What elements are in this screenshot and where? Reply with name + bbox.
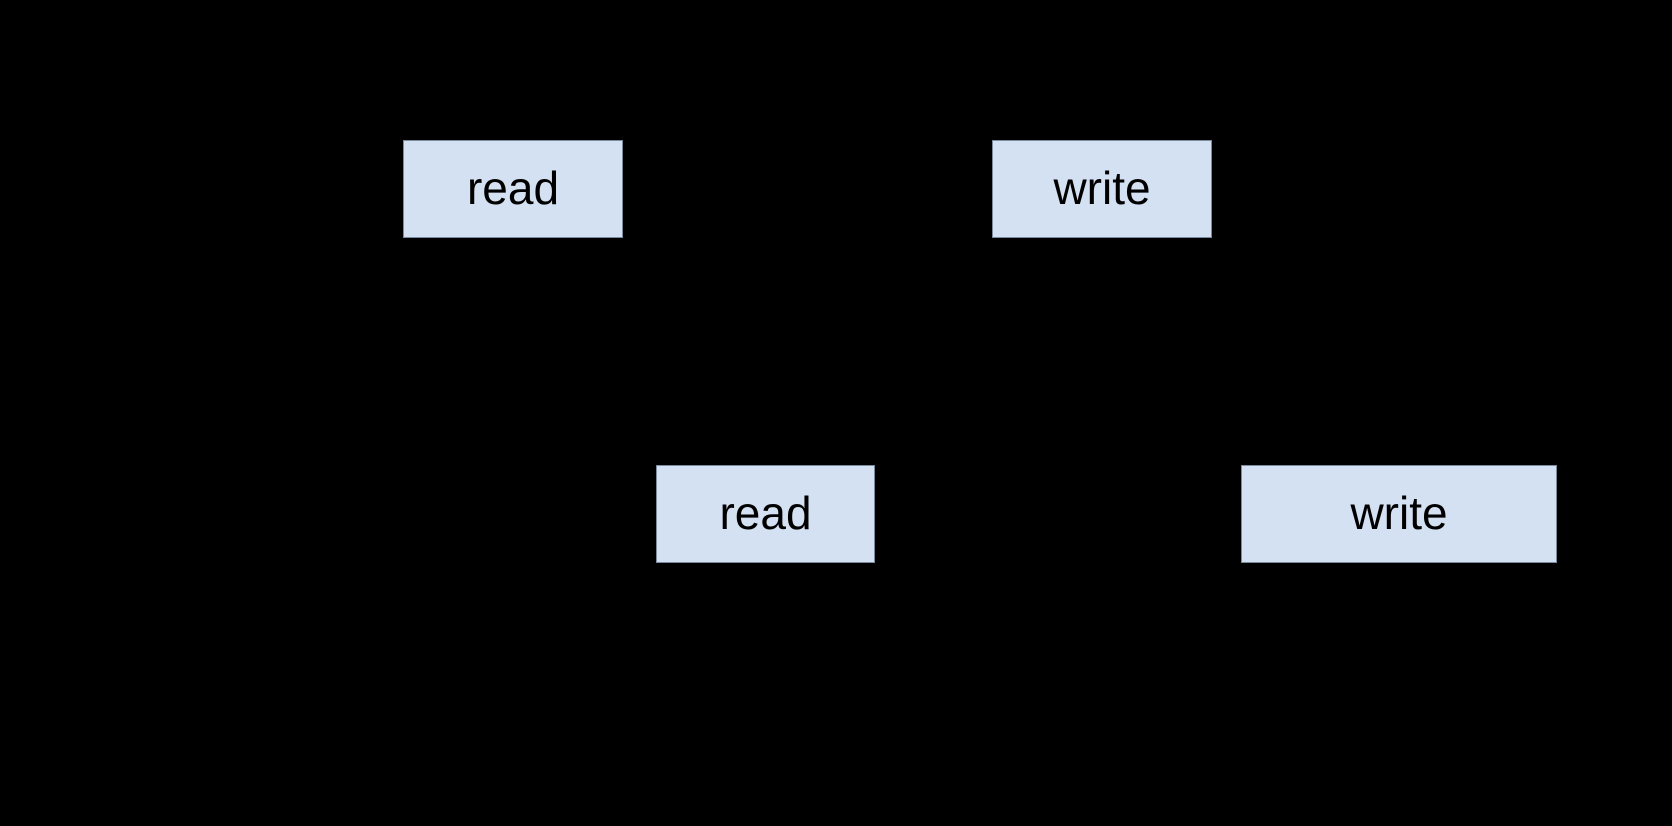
node-label: read bbox=[466, 162, 560, 214]
diagram-node-read-top[interactable]: read bbox=[403, 140, 623, 238]
node-label: read bbox=[719, 487, 812, 539]
node-label: write bbox=[1350, 487, 1448, 539]
diagram-node-write-top[interactable]: write bbox=[992, 140, 1212, 238]
node-label: write bbox=[1053, 162, 1151, 214]
diagram-node-read-bottom[interactable]: read bbox=[656, 465, 875, 563]
diagram-node-write-bottom[interactable]: write bbox=[1241, 465, 1557, 563]
